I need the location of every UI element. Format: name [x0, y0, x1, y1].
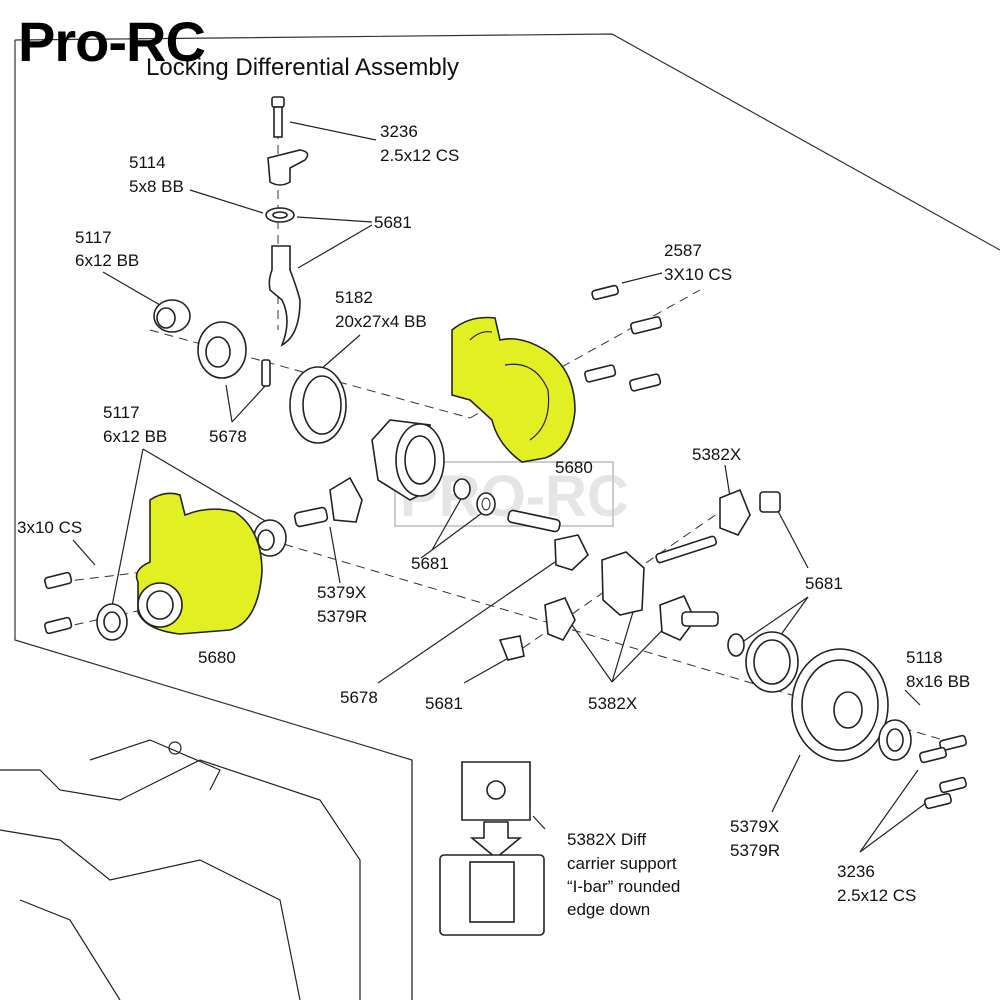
shift-fork-5681 [265, 149, 309, 347]
label-5117-mid-size: 6x12 BB [103, 427, 167, 446]
label-5379x-mid: 5379X [317, 583, 366, 602]
bearing-5117-top [153, 299, 191, 333]
screw-3236-top [271, 96, 285, 138]
part-labels: 3236 2.5x12 CS 5114 5x8 BB 5681 5117 6x1… [17, 122, 970, 919]
cross-pin-5382x [655, 535, 718, 564]
spider-gear-5382x-right [659, 594, 719, 641]
label-5118-size: 8x16 BB [906, 672, 970, 691]
label-3236-top: 3236 [380, 122, 418, 141]
note-line-2: carrier support [567, 854, 677, 873]
bearing-5118 [878, 719, 912, 761]
label-5382x-bot: 5382X [588, 694, 637, 713]
label-5680-right: 5680 [555, 458, 593, 477]
pinion-shaft-5379x [293, 476, 363, 528]
label-5117-top: 5117 [75, 228, 112, 247]
watermark-box [394, 461, 614, 527]
screws-2587 [584, 284, 663, 392]
label-5114-size: 5x8 BB [129, 177, 184, 196]
note-line-4: edge down [567, 900, 650, 919]
inset-i-bar-detail [439, 761, 545, 936]
label-5379x-bot: 5379X [730, 817, 779, 836]
label-5681-right: 5681 [805, 574, 843, 593]
pin-5678-top [261, 359, 271, 387]
label-5379r-bot: 5379R [730, 841, 780, 860]
spider-gear-5382x-left [544, 597, 576, 641]
label-3236-bot-size: 2.5x12 CS [837, 886, 916, 905]
ring-gear-5379x [791, 648, 889, 762]
label-5680-left: 5680 [198, 648, 236, 667]
label-5117-mid: 5117 [103, 403, 140, 422]
label-5117-top-size: 6x12 BB [75, 251, 139, 270]
diagram-title: Locking Differential Assembly [146, 54, 459, 81]
housing-5680-left [135, 492, 263, 635]
thrust-washer-5681-bot [498, 635, 525, 661]
label-5379r-mid: 5379R [317, 607, 367, 626]
label-5678-top: 5678 [209, 427, 247, 446]
label-5382x-top: 5382X [692, 445, 741, 464]
diff-case [371, 419, 445, 501]
label-3236-top-size: 2.5x12 CS [380, 146, 459, 165]
screws-3236-bot [919, 734, 967, 810]
carrier-i-bar-5382x [601, 551, 645, 616]
locker-dog-5681 [197, 321, 247, 379]
washers-5681-mid [453, 478, 496, 516]
label-3x10: 3x10 CS [17, 518, 82, 537]
label-5681-bot: 5681 [425, 694, 463, 713]
bearing-5117-low [96, 603, 128, 641]
screws-3x10 [44, 571, 73, 635]
output-shaft-5678 [507, 509, 589, 571]
leader-lines [72, 121, 931, 853]
label-5681-top: 5681 [374, 213, 412, 232]
label-5678-bot: 5678 [340, 688, 378, 707]
chassis-sketch [0, 739, 361, 1000]
label-5182: 5182 [335, 288, 373, 307]
label-5182-size: 20x27x4 BB [335, 312, 427, 331]
label-3236-bot: 3236 [837, 862, 875, 881]
label-2587: 2587 [664, 241, 702, 260]
label-2587-size: 3X10 CS [664, 265, 732, 284]
spider-gear-5382x-top [719, 488, 781, 536]
washer-5681-right [727, 631, 799, 693]
label-5681-mid: 5681 [411, 554, 449, 573]
housing-5680-right [451, 316, 576, 463]
bearing-5182 [289, 366, 347, 444]
brand-logo: Pro-RC [18, 10, 206, 73]
label-5118: 5118 [906, 648, 943, 667]
note-line-3: “I-bar” rounded [567, 877, 680, 896]
note-line-1: 5382X Diff [567, 830, 646, 849]
label-5114: 5114 [129, 153, 166, 172]
